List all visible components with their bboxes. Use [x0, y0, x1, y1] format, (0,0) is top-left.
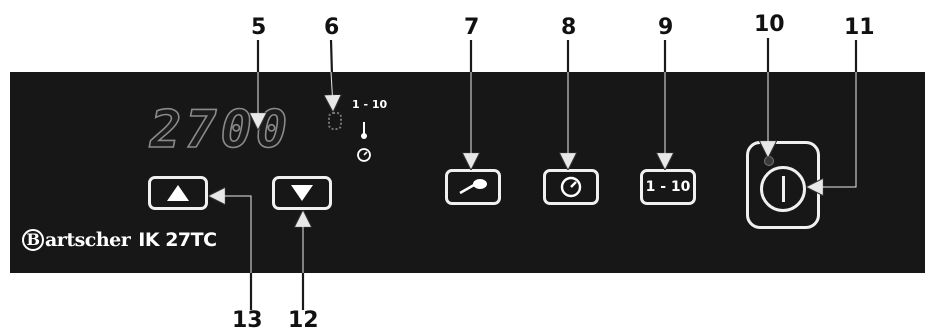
indicator-led — [328, 112, 342, 130]
callout-11: 11 — [844, 15, 875, 40]
triangle-down-icon — [291, 185, 313, 201]
decrease-button[interactable] — [272, 176, 332, 210]
callout-9: 9 — [658, 15, 674, 40]
callout-7: 7 — [464, 15, 480, 40]
timer-button[interactable] — [543, 169, 599, 205]
brand-logo-mark: B — [22, 229, 44, 251]
level-button-label: 1 - 10 — [645, 179, 691, 195]
callout-6: 6 — [324, 15, 340, 40]
callout-12: 12 — [288, 308, 319, 333]
callout-5: 5 — [251, 15, 267, 40]
level-button[interactable]: 1 - 10 — [640, 169, 696, 205]
power-icon — [781, 176, 785, 202]
range-label: 1 - 10 — [352, 98, 388, 111]
power-led — [764, 156, 774, 166]
callout-13: 13 — [232, 308, 263, 333]
callout-10: 10 — [754, 12, 785, 37]
power-display: 2700 — [149, 100, 292, 160]
callout-8: 8 — [561, 15, 577, 40]
pan-icon — [459, 179, 487, 195]
timer-icon — [560, 176, 582, 198]
thermometer-icon — [361, 122, 367, 139]
pan-button[interactable] — [445, 169, 501, 205]
power-button[interactable] — [760, 166, 806, 212]
timer-icon — [357, 148, 371, 162]
model-name: IK 27TC — [138, 229, 217, 251]
increase-button[interactable] — [148, 176, 208, 210]
triangle-up-icon — [167, 185, 189, 201]
